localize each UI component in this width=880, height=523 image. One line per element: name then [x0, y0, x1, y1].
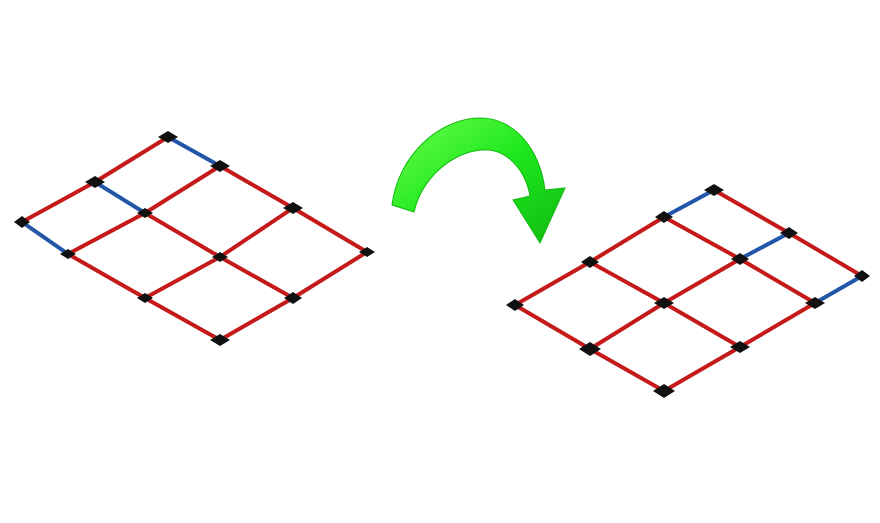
flat-grid-connectors: [14, 131, 375, 346]
connector-node: [805, 297, 825, 309]
rod-red: [218, 164, 295, 210]
rod-red: [20, 180, 97, 224]
connector-node: [780, 227, 798, 239]
connector-node: [655, 211, 673, 223]
rod-red: [66, 211, 147, 256]
raised-frame-assembly: [506, 184, 870, 523]
rod-red: [662, 257, 742, 305]
rod-red: [291, 206, 369, 254]
connector-node: [653, 384, 675, 398]
rod-red: [513, 303, 592, 351]
rod-red: [291, 250, 369, 300]
rod-red: [662, 215, 742, 261]
rod-blue: [813, 274, 864, 305]
rod-red: [662, 345, 742, 393]
rod-red: [218, 255, 295, 300]
connector-node: [579, 342, 601, 356]
connector-node: [506, 299, 524, 311]
connector-node: [854, 270, 870, 282]
rod-red: [143, 255, 222, 300]
rod-red: [218, 206, 295, 259]
rod-red: [143, 164, 222, 215]
raised-frame-rods: [513, 188, 864, 393]
rod-blue: [20, 220, 70, 256]
flat-grid-assembly: [14, 6, 375, 346]
connector-node: [359, 247, 375, 257]
connector-node: [212, 252, 228, 262]
rod-blue: [166, 135, 222, 168]
connector-node: [137, 293, 153, 303]
connector-node: [85, 176, 105, 188]
connector-node: [158, 131, 178, 143]
rod-blue: [662, 188, 716, 219]
rod-red: [143, 211, 222, 259]
flat-grid-poles: [18, 6, 371, 255]
rod-red: [143, 296, 222, 342]
rod-red: [738, 301, 817, 349]
flat-grid-rods: [20, 135, 369, 342]
connector-node: [704, 184, 724, 196]
rod-red: [787, 231, 864, 278]
rod-red: [588, 301, 666, 351]
rod-red: [662, 301, 742, 349]
raised-frame-connectors: [506, 184, 870, 398]
connector-node: [731, 253, 749, 265]
rod-red: [712, 188, 791, 235]
connector-node: [137, 208, 153, 218]
connector-node: [14, 216, 30, 228]
connector-node: [730, 341, 750, 353]
rod-red: [588, 347, 666, 393]
rod-red: [66, 252, 147, 300]
connector-node: [60, 249, 76, 259]
connector-node: [654, 297, 674, 309]
connector-node: [284, 292, 302, 304]
connector-node: [210, 160, 230, 172]
curved-arrow-icon: [391, 117, 566, 245]
rod-blue: [93, 180, 147, 215]
rod-red: [588, 260, 666, 305]
rod-red: [588, 215, 666, 264]
rod-red: [513, 260, 592, 307]
rod-red: [738, 257, 817, 305]
connector-node: [283, 202, 303, 214]
connector-node: [581, 256, 599, 268]
rod-blue: [738, 231, 791, 261]
rod-red: [218, 296, 295, 342]
connector-node: [210, 334, 230, 346]
rod-red: [93, 135, 170, 184]
raised-frame-poles: [513, 190, 866, 523]
